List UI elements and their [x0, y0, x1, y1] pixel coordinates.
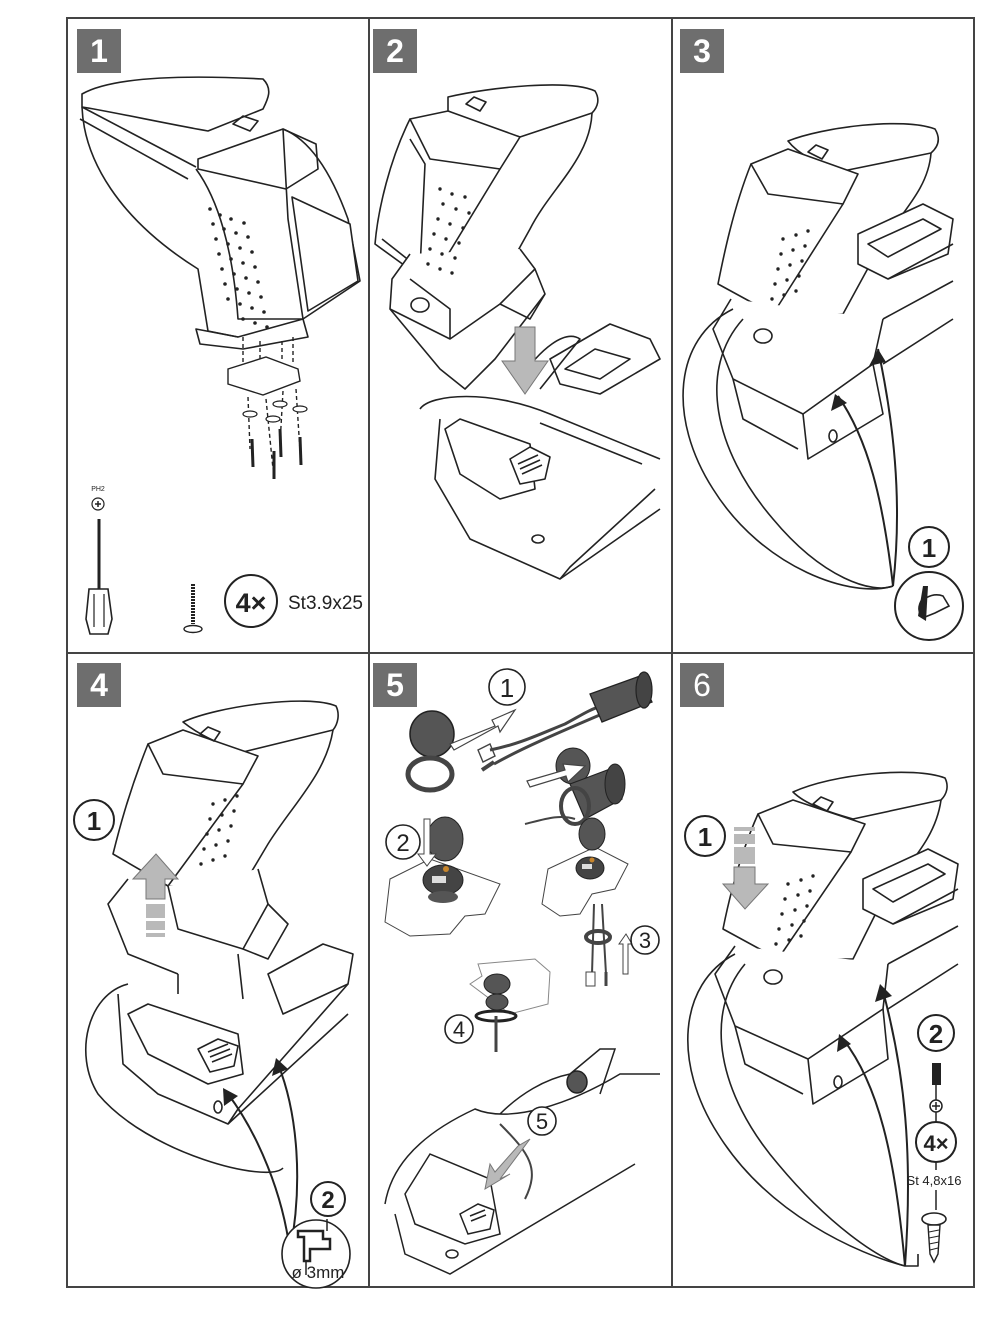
step-5-callout-5: 5	[527, 1106, 557, 1136]
svg-text:1: 1	[922, 533, 936, 563]
step-2-panel: 2	[370, 19, 671, 652]
perforation-dots	[208, 207, 269, 329]
step-6-callout-1: 1	[684, 815, 726, 857]
svg-text:1: 1	[87, 806, 101, 836]
up-arrow-icon	[131, 853, 180, 937]
washers	[242, 400, 308, 423]
socket-insert-panel-right	[541, 817, 633, 987]
step-3-panel: 3	[673, 19, 973, 652]
armrest-lifted-drill-holes-illustration: 1 ø 3mm 2	[73, 700, 354, 1289]
nut-tighten	[469, 958, 551, 1052]
svg-text:PH2: PH2	[91, 486, 105, 493]
step-4-callout-1: 1	[73, 799, 115, 841]
screw-spec-label: St3.9x25	[288, 593, 363, 614]
screw-quantity-callout: 4×	[915, 1121, 957, 1163]
step-6-panel: 6	[673, 654, 973, 1286]
step-number-badge: 2	[373, 29, 417, 73]
socket-assembly-2	[524, 747, 626, 826]
step-number-badge: 3	[680, 29, 724, 73]
armrest-positioned-mark-holes-illustration: 1	[682, 122, 964, 641]
socket-cap	[405, 710, 455, 793]
step-3-callout-1: 1	[908, 526, 950, 568]
down-arrow-icon	[501, 326, 549, 395]
screwdriver-icon	[929, 1063, 943, 1122]
step-number-badge: 1	[77, 29, 121, 73]
armrest-lowered-onto-console-illustration	[374, 84, 661, 580]
hand-pen-mark-icon	[894, 571, 964, 641]
step-4-callout-2: 2	[310, 1181, 346, 1217]
step-number-badge: 6	[680, 663, 724, 707]
armrest-exploded-illustration: PH2 4× St3.9x25	[79, 76, 363, 635]
wood-screw-icon	[183, 584, 203, 634]
step-5-callout-3: 3	[630, 925, 660, 955]
step-5-panel: 5	[370, 654, 671, 1286]
self-tapping-screw-icon	[921, 1212, 947, 1264]
step-1-panel: 1	[68, 19, 368, 652]
drill-icon: ø 3mm	[281, 1219, 351, 1289]
svg-text:1: 1	[500, 673, 514, 703]
row-divider	[66, 652, 975, 654]
phillips-screwdriver-icon: PH2	[85, 486, 113, 635]
console-wiring	[384, 1048, 660, 1275]
screw-quantity-callout: 4×	[224, 574, 278, 628]
usb-plug-icon	[477, 743, 496, 763]
step-5-callout-4: 4	[444, 1014, 474, 1044]
down-arrow-icon	[721, 827, 770, 910]
step-number-badge: 4	[77, 663, 121, 707]
step-5-callout-2: 2	[385, 824, 421, 860]
svg-text:5: 5	[536, 1109, 548, 1134]
screw-spec-label: St 4,8x16	[907, 1173, 962, 1188]
step-number-badge: 5	[373, 663, 417, 707]
svg-text:4: 4	[453, 1017, 465, 1042]
svg-text:1: 1	[698, 822, 712, 852]
step-5-callout-1: 1	[488, 668, 526, 706]
svg-text:2: 2	[929, 1019, 943, 1049]
svg-text:ø 3mm: ø 3mm	[292, 1263, 345, 1282]
svg-text:2: 2	[321, 1187, 334, 1214]
12v-socket-with-cable	[589, 671, 653, 723]
svg-text:2: 2	[396, 830, 409, 857]
svg-text:4×: 4×	[236, 588, 267, 618]
screws	[250, 428, 303, 479]
svg-text:3: 3	[639, 928, 651, 953]
pull-arrow-icon	[449, 708, 517, 751]
socket-insert-panel	[384, 816, 501, 937]
svg-text:4×: 4×	[923, 1131, 948, 1156]
step-6-callout-2: 2	[917, 1014, 955, 1052]
mark-arrows	[837, 348, 898, 587]
insert-arrow-icon	[484, 1138, 531, 1191]
step-4-panel: 4	[68, 654, 368, 1289]
armrest-screwed-down-illustration: 1 2 4× St 4,8x16	[684, 771, 962, 1267]
usb-socket-installation-illustration: 1 2 3 4 5	[384, 668, 660, 1275]
mounting-bracket	[227, 337, 301, 470]
